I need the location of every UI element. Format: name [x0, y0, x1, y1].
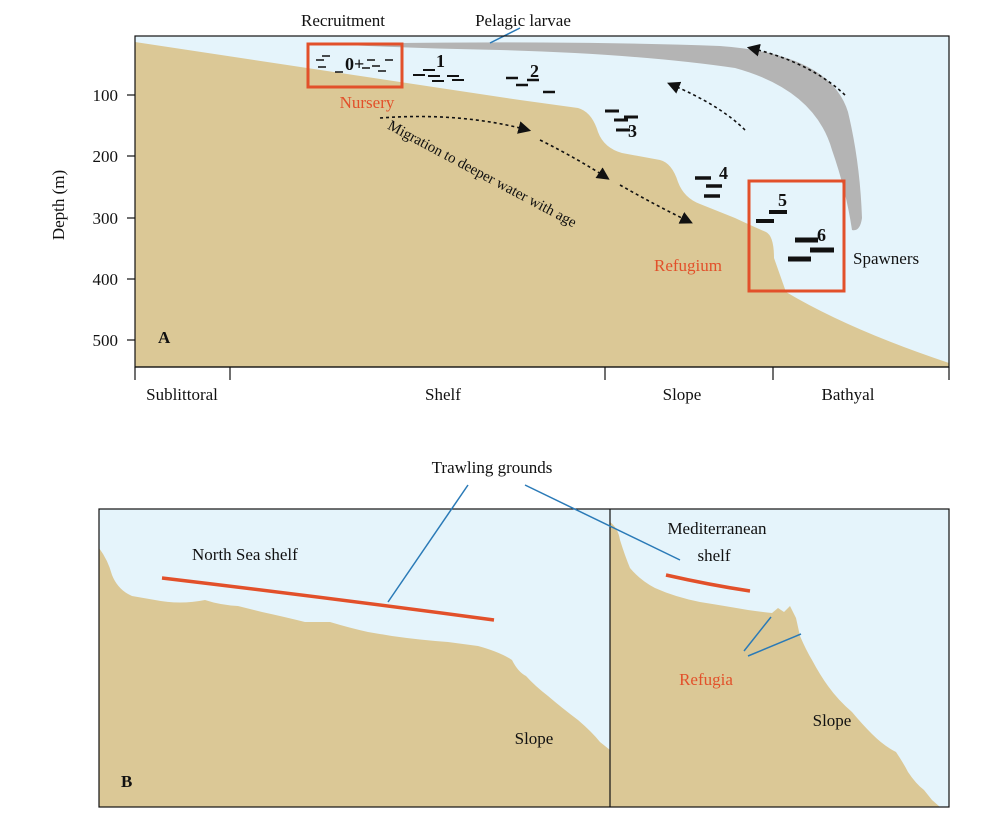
migration-arrows — [379, 43, 846, 224]
panel-b: Trawling grounds North Sea shelf Mediter… — [98, 458, 950, 808]
panel-a-seabed — [135, 42, 949, 367]
y-axis-label: Depth (m) — [49, 170, 68, 240]
y-tick-200: 200 — [93, 147, 119, 166]
recruitment-label: Recruitment — [301, 11, 385, 30]
age-label-5: 5 — [778, 190, 787, 210]
zone-bathyal: Bathyal — [822, 385, 875, 404]
age-label-1: 1 — [436, 51, 445, 71]
trawling-leaders — [387, 484, 681, 603]
y-tick-100: 100 — [93, 86, 119, 105]
y-tick-400: 400 — [93, 270, 119, 289]
zone-axis — [134, 366, 950, 380]
age-label-3: 3 — [628, 121, 637, 141]
refugium-box — [747, 179, 846, 293]
fish-age-4 — [695, 176, 722, 198]
refugium-label: Refugium — [654, 256, 722, 275]
fish-age-6 — [788, 237, 834, 262]
fish-age-5 — [756, 210, 787, 223]
age-label-4: 4 — [719, 163, 728, 183]
north-sea-trawling-line — [161, 576, 495, 622]
nursery-label: Nursery — [340, 93, 395, 112]
refugia-leaders — [743, 616, 802, 657]
zone-sublittoral: Sublittoral — [146, 385, 218, 404]
fish-age-0 — [316, 55, 393, 73]
north-sea-shelf-label: North Sea shelf — [192, 545, 298, 564]
panel-a: 100 200 300 400 500 Depth (m) Sublittora… — [49, 11, 950, 404]
spawners-label: Spawners — [853, 249, 919, 268]
zone-shelf: Shelf — [425, 385, 461, 404]
age-label-6: 6 — [817, 225, 826, 245]
y-axis — [127, 94, 135, 341]
fish-age-3 — [605, 109, 638, 132]
fish-age-1 — [413, 69, 464, 82]
mediterranean-trawling-line — [665, 573, 751, 593]
age-label-2: 2 — [530, 61, 539, 81]
mediterranean-label-line2: shelf — [697, 546, 730, 565]
pelagic-larvae-label: Pelagic larvae — [475, 11, 571, 30]
y-tick-300: 300 — [93, 209, 119, 228]
slope-right-label: Slope — [813, 711, 852, 730]
refugia-label: Refugia — [679, 670, 733, 689]
nursery-box — [306, 42, 404, 89]
north-sea-seabed — [99, 548, 610, 807]
slope-left-label: Slope — [515, 729, 554, 748]
panel-a-letter: A — [158, 328, 171, 347]
fish-age-2 — [506, 76, 555, 94]
zone-slope: Slope — [663, 385, 702, 404]
panel-b-frame — [98, 508, 950, 808]
age-label-0: 0+ — [345, 54, 364, 74]
y-tick-500: 500 — [93, 331, 119, 350]
mediterranean-seabed — [610, 522, 940, 807]
trawling-grounds-label: Trawling grounds — [432, 458, 553, 477]
panel-b-letter: B — [121, 772, 132, 791]
mediterranean-label-line1: Mediterranean — [667, 519, 767, 538]
